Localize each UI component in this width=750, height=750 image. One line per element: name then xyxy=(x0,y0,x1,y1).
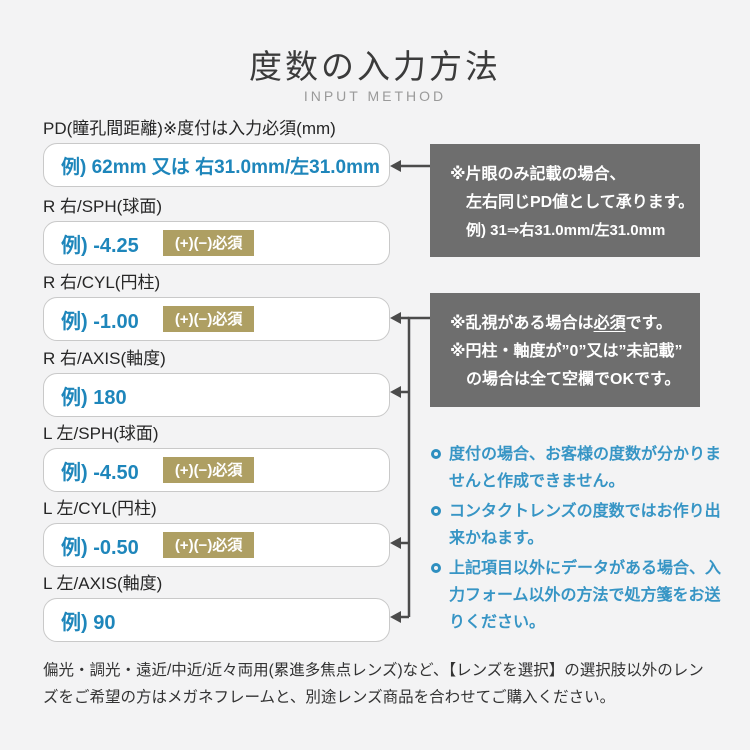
bullet-circle-icon xyxy=(431,563,441,573)
field-example-box-r-cyl: 例) -1.00 (+)(−)必須 xyxy=(43,297,390,341)
field-label-pd: PD(瞳孔間距離)※度付は入力必須(mm) xyxy=(43,119,336,138)
field-label-r-axis: R 右/AXIS(軸度) xyxy=(43,349,166,368)
example-value-l-cyl: 例) -0.50 xyxy=(61,536,139,559)
arrowhead-pd xyxy=(390,160,401,172)
field-label-r-cyl: R 右/CYL(円柱) xyxy=(43,273,161,292)
plus-minus-required-badge: (+)(−)必須 xyxy=(162,457,255,483)
bullet-circle-icon xyxy=(431,506,441,516)
cyl-note-line2: ※円柱・軸度が”0”又は”未記載” xyxy=(450,343,683,360)
example-value-l-sph: 例) -4.50 xyxy=(61,461,139,484)
arrowhead-r-axis xyxy=(390,386,401,398)
example-value-l-axis: 例) 90 xyxy=(61,611,116,634)
example-value-r-sph: 例) -4.25 xyxy=(61,234,139,257)
field-row-l-cyl: L 左/CYL(円柱) 例) -0.50 (+)(−)必須 xyxy=(43,497,390,567)
cyl-note-line1: ※乱視がある場合は必須です。 xyxy=(450,315,672,332)
page-subtitle: INPUT METHOD xyxy=(303,88,447,104)
field-label-l-sph: L 左/SPH(球面) xyxy=(43,424,159,443)
note-text: 度付の場合、お客様の度数が分かりませんと作成できません。 xyxy=(449,446,722,490)
field-row-pd: PD(瞳孔間距離)※度付は入力必須(mm) 例) 62mm 又は 右31.0mm… xyxy=(43,117,390,187)
cyl-note-line3: の場合は全て空欄でOKです。 xyxy=(466,371,681,388)
field-example-box-r-sph: 例) -4.25 (+)(−)必須 xyxy=(43,221,390,265)
bullet-circle-icon xyxy=(431,449,441,459)
field-label-l-cyl: L 左/CYL(円柱) xyxy=(43,499,157,518)
pd-note-line2: 左右同じPD値として承ります。 xyxy=(466,194,695,211)
field-example-box-l-sph: 例) -4.50 (+)(−)必須 xyxy=(43,448,390,492)
field-example-box-pd: 例) 62mm 又は 右31.0mm/左31.0mm xyxy=(43,143,390,187)
notes-list: 度付の場合、お客様の度数が分かりませんと作成できません。 コンタクトレンズの度数… xyxy=(431,441,723,639)
field-row-r-axis: R 右/AXIS(軸度) 例) 180 xyxy=(43,347,390,417)
field-row-r-sph: R 右/SPH(球面) 例) -4.25 (+)(−)必須 xyxy=(43,195,390,265)
list-item: 度付の場合、お客様の度数が分かりませんと作成できません。 xyxy=(431,441,723,495)
field-label-l-axis: L 左/AXIS(軸度) xyxy=(43,574,163,593)
pd-note-line1: ※片眼のみ記載の場合、 xyxy=(450,166,626,183)
pd-note-callout: ※片眼のみ記載の場合、 左右同じPD値として承ります。 例) 31⇒右31.0m… xyxy=(430,144,700,257)
plus-minus-required-badge: (+)(−)必須 xyxy=(162,230,255,256)
footer-note: 偏光・調光・遠近/中近/近々両用(累進多焦点レンズ)など、【レンズを選択】の選択… xyxy=(43,662,704,706)
note-text: コンタクトレンズの度数ではお作り出来かねます。 xyxy=(449,503,721,547)
field-example-box-l-axis: 例) 90 xyxy=(43,598,390,642)
example-value-r-cyl: 例) -1.00 xyxy=(61,310,139,333)
field-label-r-sph: R 右/SPH(球面) xyxy=(43,197,162,216)
pd-note-example: 例) 31⇒右31.0mm/左31.0mm xyxy=(466,222,666,239)
page-title: 度数の入力方法 xyxy=(249,48,501,85)
arrowhead-r-cyl xyxy=(390,312,401,324)
cyl-axis-note-callout: ※乱視がある場合は必須です。 ※円柱・軸度が”0”又は”未記載” の場合は全て空… xyxy=(430,293,700,407)
note-text: 上記項目以外にデータがある場合、入力フォーム以外の方法で処方箋をお送りください。 xyxy=(449,560,722,631)
field-row-l-axis: L 左/AXIS(軸度) 例) 90 xyxy=(43,572,390,642)
plus-minus-required-badge: (+)(−)必須 xyxy=(162,306,255,332)
list-item: コンタクトレンズの度数ではお作り出来かねます。 xyxy=(431,498,723,552)
plus-minus-required-badge: (+)(−)必須 xyxy=(162,532,255,558)
arrowhead-l-cyl xyxy=(390,537,401,549)
field-example-box-r-axis: 例) 180 xyxy=(43,373,390,417)
field-row-r-cyl: R 右/CYL(円柱) 例) -1.00 (+)(−)必須 xyxy=(43,271,390,341)
field-row-l-sph: L 左/SPH(球面) 例) -4.50 (+)(−)必須 xyxy=(43,422,390,492)
arrowhead-l-axis xyxy=(390,611,401,623)
field-example-box-l-cyl: 例) -0.50 (+)(−)必須 xyxy=(43,523,390,567)
example-value-r-axis: 例) 180 xyxy=(61,386,127,409)
example-value-pd: 例) 62mm 又は 右31.0mm/左31.0mm xyxy=(61,156,380,178)
list-item: 上記項目以外にデータがある場合、入力フォーム以外の方法で処方箋をお送りください。 xyxy=(431,555,723,636)
